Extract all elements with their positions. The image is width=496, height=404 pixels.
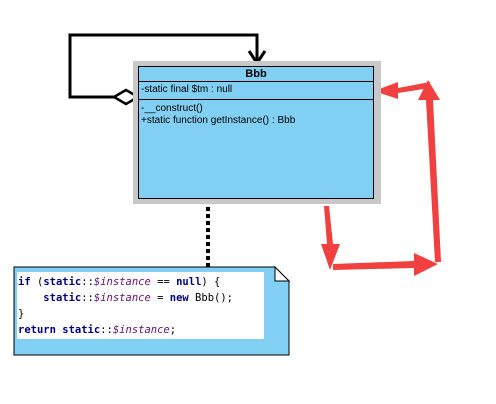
code-token	[18, 292, 43, 304]
class-methods: -__construct() +static function getInsta…	[139, 100, 373, 127]
red-arrow-vertical-down	[321, 206, 340, 270]
code-token: static	[62, 324, 101, 336]
code-token: $instance	[112, 324, 170, 336]
red-arrows	[321, 80, 441, 276]
code-token: return	[18, 324, 56, 336]
code-token: ;	[169, 324, 177, 336]
red-arrow-horizontal-right	[333, 253, 438, 276]
red-arrow-horizontal-left	[374, 82, 430, 99]
note-fold-icon	[274, 265, 291, 282]
code-token: $instance	[93, 292, 151, 304]
code-token: (	[30, 276, 44, 288]
code-line: return static::$instance;	[18, 322, 264, 338]
code-token: ::	[81, 276, 94, 288]
class-box-bbb[interactable]: Bbb -static final $tm : null -__construc…	[138, 66, 374, 199]
class-attributes: -static final $tm : null	[139, 82, 373, 100]
code-token: ::	[81, 292, 94, 304]
code-token: ==	[150, 276, 177, 288]
class-name: Bbb	[139, 67, 373, 82]
code-line: }	[18, 306, 264, 322]
code-line: if (static::$instance == null) {	[18, 274, 264, 290]
code-token: }	[18, 308, 25, 320]
note-code-block: if (static::$instance == null) { static:…	[17, 272, 264, 339]
method-construct: -__construct()	[141, 103, 203, 114]
code-token: new	[169, 292, 189, 304]
code-token: static	[43, 276, 82, 288]
attribute-tm: -static final $tm : null	[141, 84, 233, 95]
method-get-instance: +static function getInstance() : Bbb	[141, 115, 296, 126]
code-token: $instance	[93, 276, 151, 288]
code-token: static	[43, 292, 82, 304]
code-token: =	[150, 292, 170, 304]
code-token: ) {	[201, 276, 221, 288]
code-token: null	[176, 276, 202, 288]
code-token: Bbb();	[188, 292, 233, 304]
code-line: static::$instance = new Bbb();	[18, 290, 264, 306]
code-token: if	[18, 276, 31, 288]
code-token: ::	[100, 324, 113, 336]
red-arrow-vertical-up	[418, 80, 441, 262]
self-association-line[interactable]	[68, 33, 259, 99]
